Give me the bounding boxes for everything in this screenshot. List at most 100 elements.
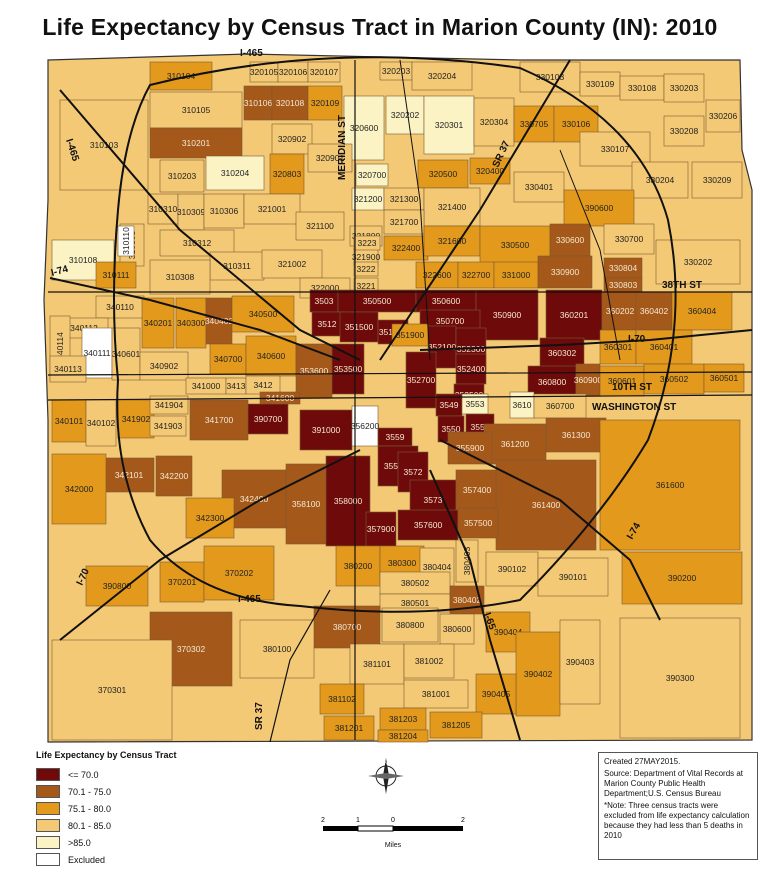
legend-item: 70.1 - 75.0 — [36, 783, 236, 800]
tract-label: 321400 — [438, 202, 467, 212]
tract-341902 — [117, 399, 155, 439]
tract-label: 353600 — [300, 366, 329, 376]
tract-320107 — [307, 61, 341, 83]
tract-label: 340111 — [83, 348, 110, 358]
tract-381201 — [323, 715, 375, 741]
exclusion-note: *Note: Three census tracts were excluded… — [604, 801, 750, 840]
tract-390402 — [515, 631, 561, 717]
tract-label: 330106 — [562, 119, 591, 129]
tract-label: 390101 — [559, 572, 588, 582]
scale-unit: Miles — [384, 842, 402, 849]
tract-321001 — [243, 193, 301, 225]
label-sr37-s: SR 37 — [254, 702, 265, 730]
tract-label: 380402 — [453, 595, 482, 605]
tract-361600 — [599, 419, 741, 551]
scale-tick-1: 1 — [356, 817, 360, 824]
tract-380700 — [313, 605, 381, 649]
tract-310105 — [149, 91, 243, 129]
tract-321002 — [261, 249, 323, 279]
tract-label: 370202 — [225, 568, 254, 578]
data-source: Source: Department of Vital Records at M… — [604, 769, 744, 798]
tract-label: 360202 — [606, 306, 635, 316]
tract-label: 360700 — [546, 401, 575, 411]
tract-label: 360501 — [710, 373, 739, 383]
tract-label: 390403 — [566, 657, 595, 667]
tract-label: 370301 — [98, 685, 127, 695]
tract-label: 390405 — [482, 689, 511, 699]
tract-label: 322700 — [462, 270, 491, 280]
legend-item: 80.1 - 85.0 — [36, 817, 236, 834]
tract-361300 — [545, 417, 607, 453]
legend-title: Life Expectancy by Census Tract — [36, 750, 177, 760]
tract-label: 352700 — [407, 375, 436, 385]
tract-label: 370201 — [168, 577, 197, 587]
tract-390800 — [85, 565, 149, 607]
tract-label: 350700 — [436, 316, 465, 326]
tract-390200 — [621, 551, 743, 605]
tract-label: 360601 — [608, 376, 637, 386]
tract-381101 — [349, 643, 405, 685]
tract-352700 — [405, 351, 437, 409]
tract-320901 — [307, 143, 353, 173]
tract-label: 360302 — [548, 348, 577, 358]
tract-label: 322000 — [311, 283, 340, 293]
legend-label: Excluded — [68, 854, 106, 865]
tract-label: 342400 — [240, 494, 269, 504]
tract-label: 360402 — [640, 306, 669, 316]
compass-rose-icon: N — [368, 758, 404, 794]
tract-label: 320600 — [350, 123, 379, 133]
tract-label: 357600 — [414, 520, 443, 530]
tract-label: 320304 — [480, 117, 509, 127]
tract-310104 — [149, 61, 213, 91]
tract-label: 352100 — [428, 342, 457, 352]
tract-label: 321002 — [278, 259, 307, 269]
tract-322700 — [457, 261, 495, 289]
road-10th — [47, 371, 753, 376]
tract-360501 — [703, 363, 745, 393]
tract-341904 — [149, 395, 189, 415]
tract-label: 310309 — [177, 207, 206, 217]
tract-label: 390200 — [668, 573, 697, 583]
tract-320304 — [473, 97, 515, 147]
tract-320902 — [271, 123, 313, 155]
tract-label: 3549 — [440, 400, 459, 410]
tract-label: 3221 — [357, 281, 376, 291]
tract-label: 381002 — [415, 656, 444, 666]
road-i74-se — [439, 439, 661, 621]
tract-label: 320400 — [476, 166, 505, 176]
legend-label: 70.1 - 75.0 — [68, 786, 112, 797]
legend-item: Excluded — [36, 851, 236, 868]
tract-353600 — [295, 343, 333, 399]
tract-label: 330600 — [556, 235, 585, 245]
tract-label: 330202 — [684, 257, 713, 267]
legend-swatch — [36, 802, 60, 815]
tract-label: 320901 — [316, 153, 345, 163]
tract-390102 — [485, 551, 539, 587]
tract-330401 — [513, 171, 565, 203]
tract-310306 — [203, 193, 245, 229]
tract-label: 381204 — [389, 731, 418, 741]
tract-360404 — [671, 291, 733, 331]
tract-320700 — [355, 163, 389, 187]
scale-tick-0: 2 — [321, 817, 325, 824]
tract-label: 330900 — [551, 267, 580, 277]
scale-tick-2: 0 — [391, 817, 395, 824]
tract-310111 — [95, 261, 137, 289]
tract-label: 390102 — [498, 564, 527, 574]
tract-label: 390600 — [585, 203, 614, 213]
tract-label: 380200 — [344, 561, 373, 571]
tract-342300 — [185, 497, 235, 539]
tract-label: 342000 — [65, 484, 94, 494]
tract-label: 381205 — [442, 720, 471, 730]
tract-label: 340114 — [55, 332, 65, 360]
legend-swatch — [36, 768, 60, 781]
tract-label: 356200 — [351, 421, 380, 431]
tract-381002 — [403, 643, 455, 679]
tract-340101 — [51, 399, 87, 443]
tract-label: 390402 — [524, 669, 553, 679]
tract-label: 3503 — [315, 296, 334, 306]
legend-swatch — [36, 819, 60, 832]
tract-350900 — [475, 289, 539, 341]
